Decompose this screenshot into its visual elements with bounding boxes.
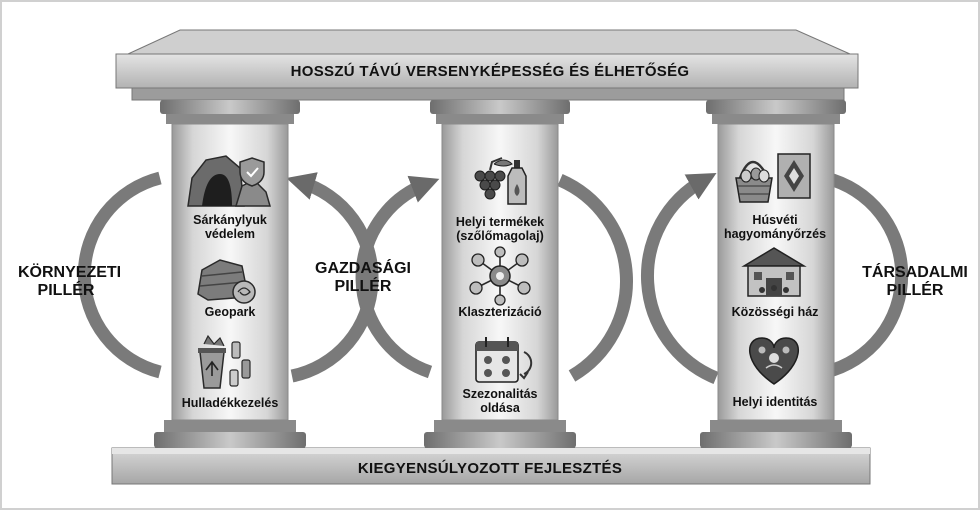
arrow-econ-right xyxy=(557,174,633,382)
social-pillar-title-line1: TÁRSADALMI xyxy=(862,264,968,281)
calendar-cycle-icon xyxy=(475,337,533,383)
item-label: Klaszterizáció xyxy=(458,305,542,319)
arrow-econ-left xyxy=(355,175,440,379)
environmental-pillar-title-line1: KÖRNYEZETI xyxy=(18,264,122,281)
item-label: Közösségi ház xyxy=(731,305,819,319)
social-pillar-title: TÁRSADALMI PILLÉR xyxy=(860,264,970,301)
item-label: Helyi termékek (szőlőmagolaj) xyxy=(455,215,545,244)
item-label: Hulladékkezelés xyxy=(181,396,279,410)
folk-heart-icon xyxy=(748,337,800,385)
community-house-icon xyxy=(741,247,807,297)
item-label: Szezonalitás oldása xyxy=(462,387,538,416)
item-label: Helyi identitás xyxy=(732,395,818,409)
rock-fossil-icon xyxy=(197,259,256,304)
cycle-arrows xyxy=(77,171,909,385)
network-gears-icon xyxy=(469,246,531,306)
recycling-bin-icon xyxy=(198,334,251,389)
economic-pillar-title: GAZDASÁGI PILLÉR xyxy=(311,260,415,297)
social-pillar-title-line2: PILLÉR xyxy=(886,282,944,300)
environmental-pillar-title-line2: PILLÉR xyxy=(37,282,95,300)
arrow-soc-right xyxy=(824,171,909,379)
arrow-soc-left xyxy=(641,173,719,385)
item-label: Geopark xyxy=(204,305,256,319)
environmental-pillar-title: KÖRNYEZETI PILLÉR xyxy=(18,264,121,301)
roof xyxy=(115,29,859,101)
item-label: Húsvéti hagyományőrzés xyxy=(723,213,827,242)
base-platform xyxy=(111,447,871,485)
grape-oil-icon xyxy=(474,157,527,205)
cave-shield-icon xyxy=(187,155,271,207)
economic-pillar-title-line2: PILLÉR xyxy=(334,278,392,296)
arrow-env-left xyxy=(77,171,162,379)
economic-pillar-title-line1: GAZDASÁGI xyxy=(315,260,411,277)
roof-title: HOSSZÚ TÁVÚ VERSENYKÉPESSÉG ÉS ÉLHETŐSÉG xyxy=(290,63,690,80)
item-label: Sárkánylyuk védelem xyxy=(193,213,267,242)
base-title: KIEGYENSÚLYOZOTT FEJLESZTÉS xyxy=(357,460,623,477)
easter-basket-icon xyxy=(735,153,811,203)
arrow-env-right xyxy=(286,172,379,383)
